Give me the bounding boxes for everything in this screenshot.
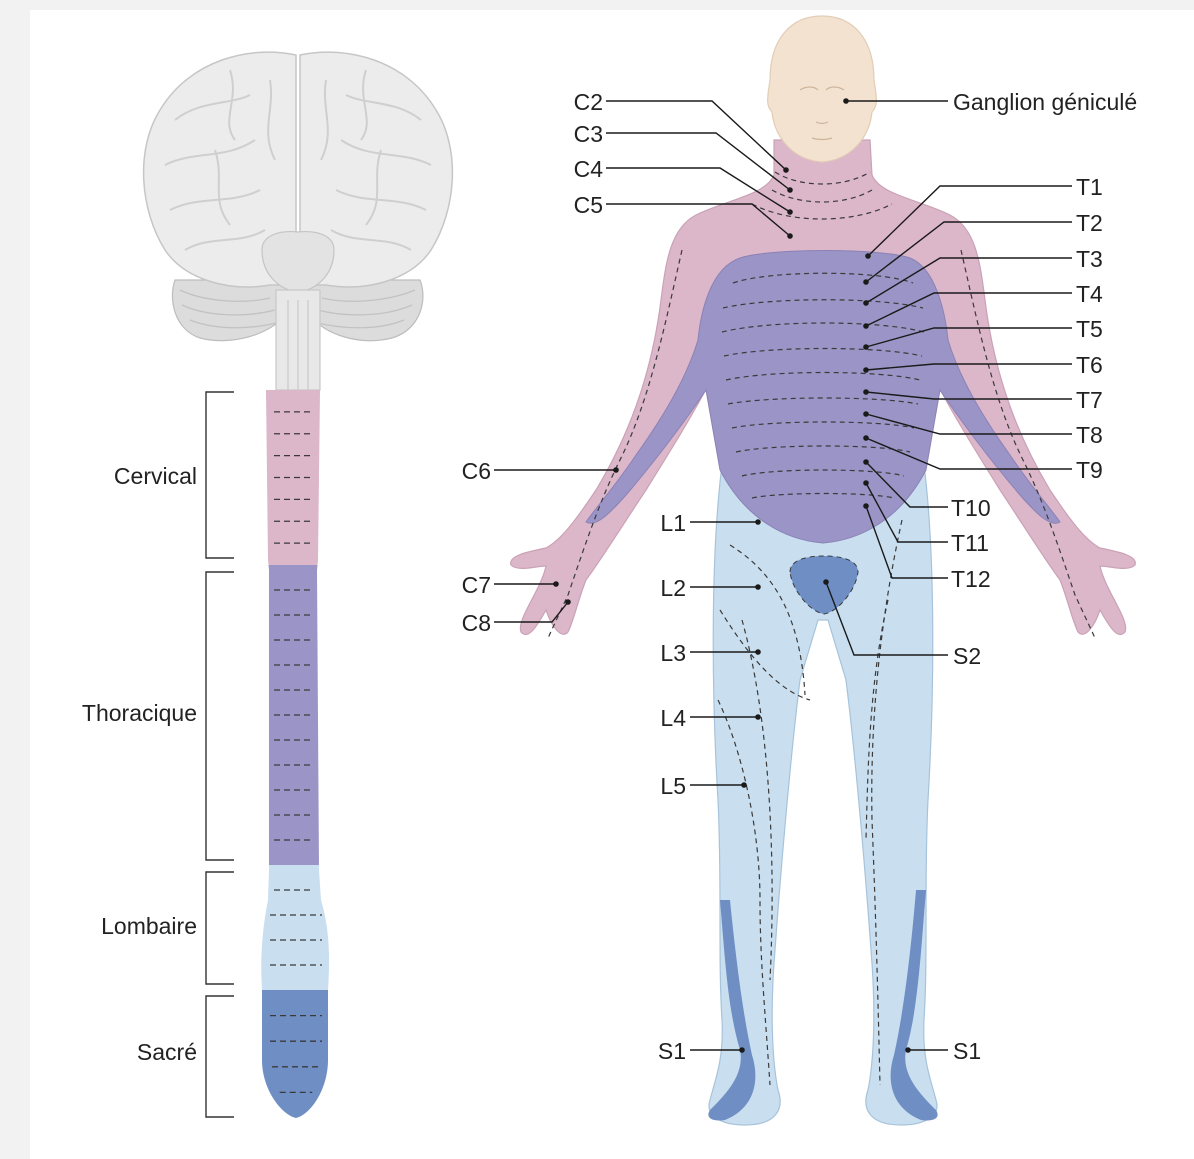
region-label-lumbar: Lombaire bbox=[101, 913, 197, 939]
label-t10: T10 bbox=[951, 495, 991, 521]
region-label-cervical: Cervical bbox=[114, 463, 197, 489]
spinal-cord bbox=[250, 390, 340, 1130]
label-t6: T6 bbox=[1076, 352, 1103, 378]
label-l2: L2 bbox=[660, 575, 686, 601]
label-t4: T4 bbox=[1076, 281, 1103, 307]
label-ganglion-geniculate: Ganglion géniculé bbox=[953, 89, 1137, 115]
region-brackets bbox=[206, 392, 234, 1117]
cord-lumbar-segment bbox=[250, 865, 340, 990]
label-s2: S2 bbox=[953, 643, 981, 669]
label-l4: L4 bbox=[660, 705, 686, 731]
label-t5: T5 bbox=[1076, 316, 1103, 342]
label-l5: L5 bbox=[660, 773, 686, 799]
label-c3: C3 bbox=[574, 121, 603, 147]
label-t2: T2 bbox=[1076, 210, 1103, 236]
label-l3: L3 bbox=[660, 640, 686, 666]
brain bbox=[144, 52, 453, 390]
label-t11: T11 bbox=[951, 530, 989, 556]
label-t8: T8 bbox=[1076, 422, 1103, 448]
label-c8: C8 bbox=[462, 610, 491, 636]
label-s1-right: S1 bbox=[953, 1038, 981, 1064]
region-label-thoracic: Thoracique bbox=[82, 700, 197, 726]
label-c4: C4 bbox=[574, 156, 604, 182]
label-s1-left: S1 bbox=[658, 1038, 686, 1064]
label-c7: C7 bbox=[462, 572, 491, 598]
label-t1: T1 bbox=[1076, 174, 1103, 200]
human-body bbox=[511, 16, 1136, 1125]
label-c6: C6 bbox=[462, 458, 491, 484]
label-t9: T9 bbox=[1076, 457, 1103, 483]
region-label-sacral: Sacré bbox=[137, 1039, 197, 1065]
label-t7: T7 bbox=[1076, 387, 1103, 413]
label-t3: T3 bbox=[1076, 246, 1103, 272]
cord-sacral-segment bbox=[250, 990, 340, 1130]
label-c5: C5 bbox=[574, 192, 603, 218]
label-t12: T12 bbox=[951, 566, 991, 592]
label-l1: L1 bbox=[660, 510, 686, 536]
label-c2: C2 bbox=[574, 89, 603, 115]
